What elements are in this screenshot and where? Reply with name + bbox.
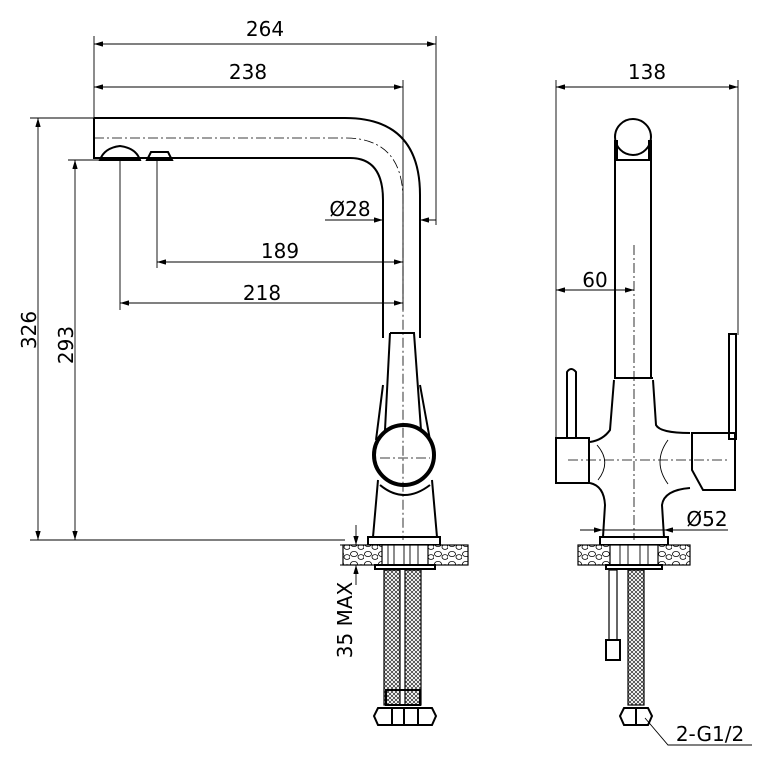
aerators [98,144,174,161]
dim-spout-reach: 238 [229,60,267,84]
dim-outlet-1-reach: 189 [261,239,299,263]
dim-overall-height: 326 [17,311,41,349]
lever-handle [384,332,422,431]
front-view: 138 60 Ø52 2-G1/2 [555,60,752,746]
dim-overall-reach: 264 [246,17,284,41]
threaded-rod [608,569,618,641]
spout [93,117,421,338]
spout-top [614,118,652,156]
spout-centerline [94,137,404,540]
hose-ferrules [385,689,421,706]
extension-lines-front [555,80,739,440]
mount-stud [381,544,429,566]
dim-spout-diameter: Ø28 [329,197,370,221]
dim-max-countertop: 35 MAX [333,581,357,658]
hose-1 [383,569,401,706]
stud-lines-front [619,545,649,565]
dim-base-diameter: Ø52 [686,507,727,531]
dim-overall-width: 138 [628,60,666,84]
lever-sides [375,384,431,441]
dim-outlet-height: 293 [54,326,78,364]
stud-lines [387,545,419,565]
base-plate [367,536,441,546]
hose-nut-front [618,707,654,726]
spout-pipe [614,140,652,378]
dim-ext-35 [340,544,345,566]
hose-nuts [372,707,438,726]
body-front [589,377,691,538]
hose-2 [404,569,422,706]
cartridge-circle [372,423,436,487]
dim-outlet-2-reach: 218 [243,281,281,305]
body-curves [596,439,669,485]
mount-stud-front [609,544,659,566]
spout-collar [616,140,650,161]
rod-nut [605,639,621,661]
main-lever [728,333,737,440]
left-cylinder [555,437,590,484]
dim-offset: 60 [582,268,607,292]
side-view: 264 238 Ø28 189 218 326 293 35 MAX [17,17,469,726]
side-lever [566,368,577,438]
faucet-body [371,479,439,538]
dim-connection: 2-G1/2 [676,722,744,746]
lock-nut-front [605,564,663,570]
lock-nut [374,564,436,570]
right-cylinder [691,432,736,491]
hose-front [627,569,645,706]
leader-line [644,717,752,746]
